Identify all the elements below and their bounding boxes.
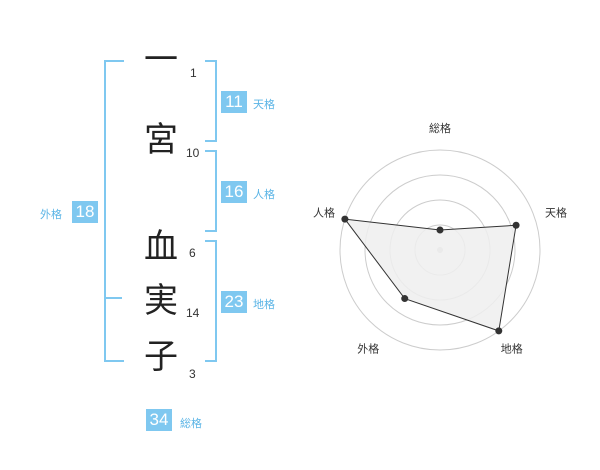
name-char-4: 実 — [144, 281, 178, 321]
name-char-5: 子 — [144, 337, 178, 377]
tenkaku-bracket — [205, 60, 217, 142]
chikaku-badge: 23 — [221, 291, 247, 313]
name-char-3: 血 — [144, 227, 178, 267]
tenkaku-label: 天格 — [253, 98, 275, 111]
soukaku-label: 総格 — [180, 417, 202, 430]
radar-axis-label-1: 総格 — [429, 121, 451, 135]
radar-ring-4 — [339, 149, 541, 351]
chikaku-bracket — [205, 240, 217, 362]
gaikaku-bracket — [104, 60, 124, 362]
radar-point-3 — [495, 327, 503, 335]
tenkaku-badge: 11 — [221, 91, 247, 113]
radar-data-polygon — [343, 218, 517, 332]
soukaku-badge: 34 — [146, 409, 172, 431]
radar-point-1 — [436, 226, 444, 234]
stroke-count-1: 1 — [190, 66, 197, 80]
stroke-count-5: 3 — [189, 367, 196, 381]
stroke-count-3: 6 — [189, 246, 196, 260]
gaikaku-label: 外格 — [40, 208, 62, 221]
stroke-count-2: 10 — [186, 146, 200, 160]
gaikaku-badge: 18 — [72, 201, 98, 223]
radar-axis-label-4: 外格 — [357, 342, 379, 356]
radar-axis-label-5: 人格 — [313, 205, 335, 219]
name-char-1: 一 — [144, 40, 178, 80]
stroke-count-4: 14 — [186, 306, 200, 320]
radar-axis-label-2: 天格 — [545, 205, 567, 219]
jinkaku-badge: 16 — [221, 181, 247, 203]
name-char-2: 宮 — [144, 120, 178, 160]
radar-point-5 — [341, 215, 349, 223]
gaikaku-bracket-divider — [104, 297, 122, 299]
chikaku-label: 地格 — [253, 298, 275, 311]
jinkaku-label: 人格 — [253, 188, 275, 201]
jinkaku-bracket — [205, 150, 217, 232]
radar-ring-3 — [364, 174, 516, 326]
radar-point-2 — [512, 221, 520, 229]
radar-axis-label-3: 地格 — [501, 342, 523, 356]
radar-point-4 — [401, 295, 409, 303]
